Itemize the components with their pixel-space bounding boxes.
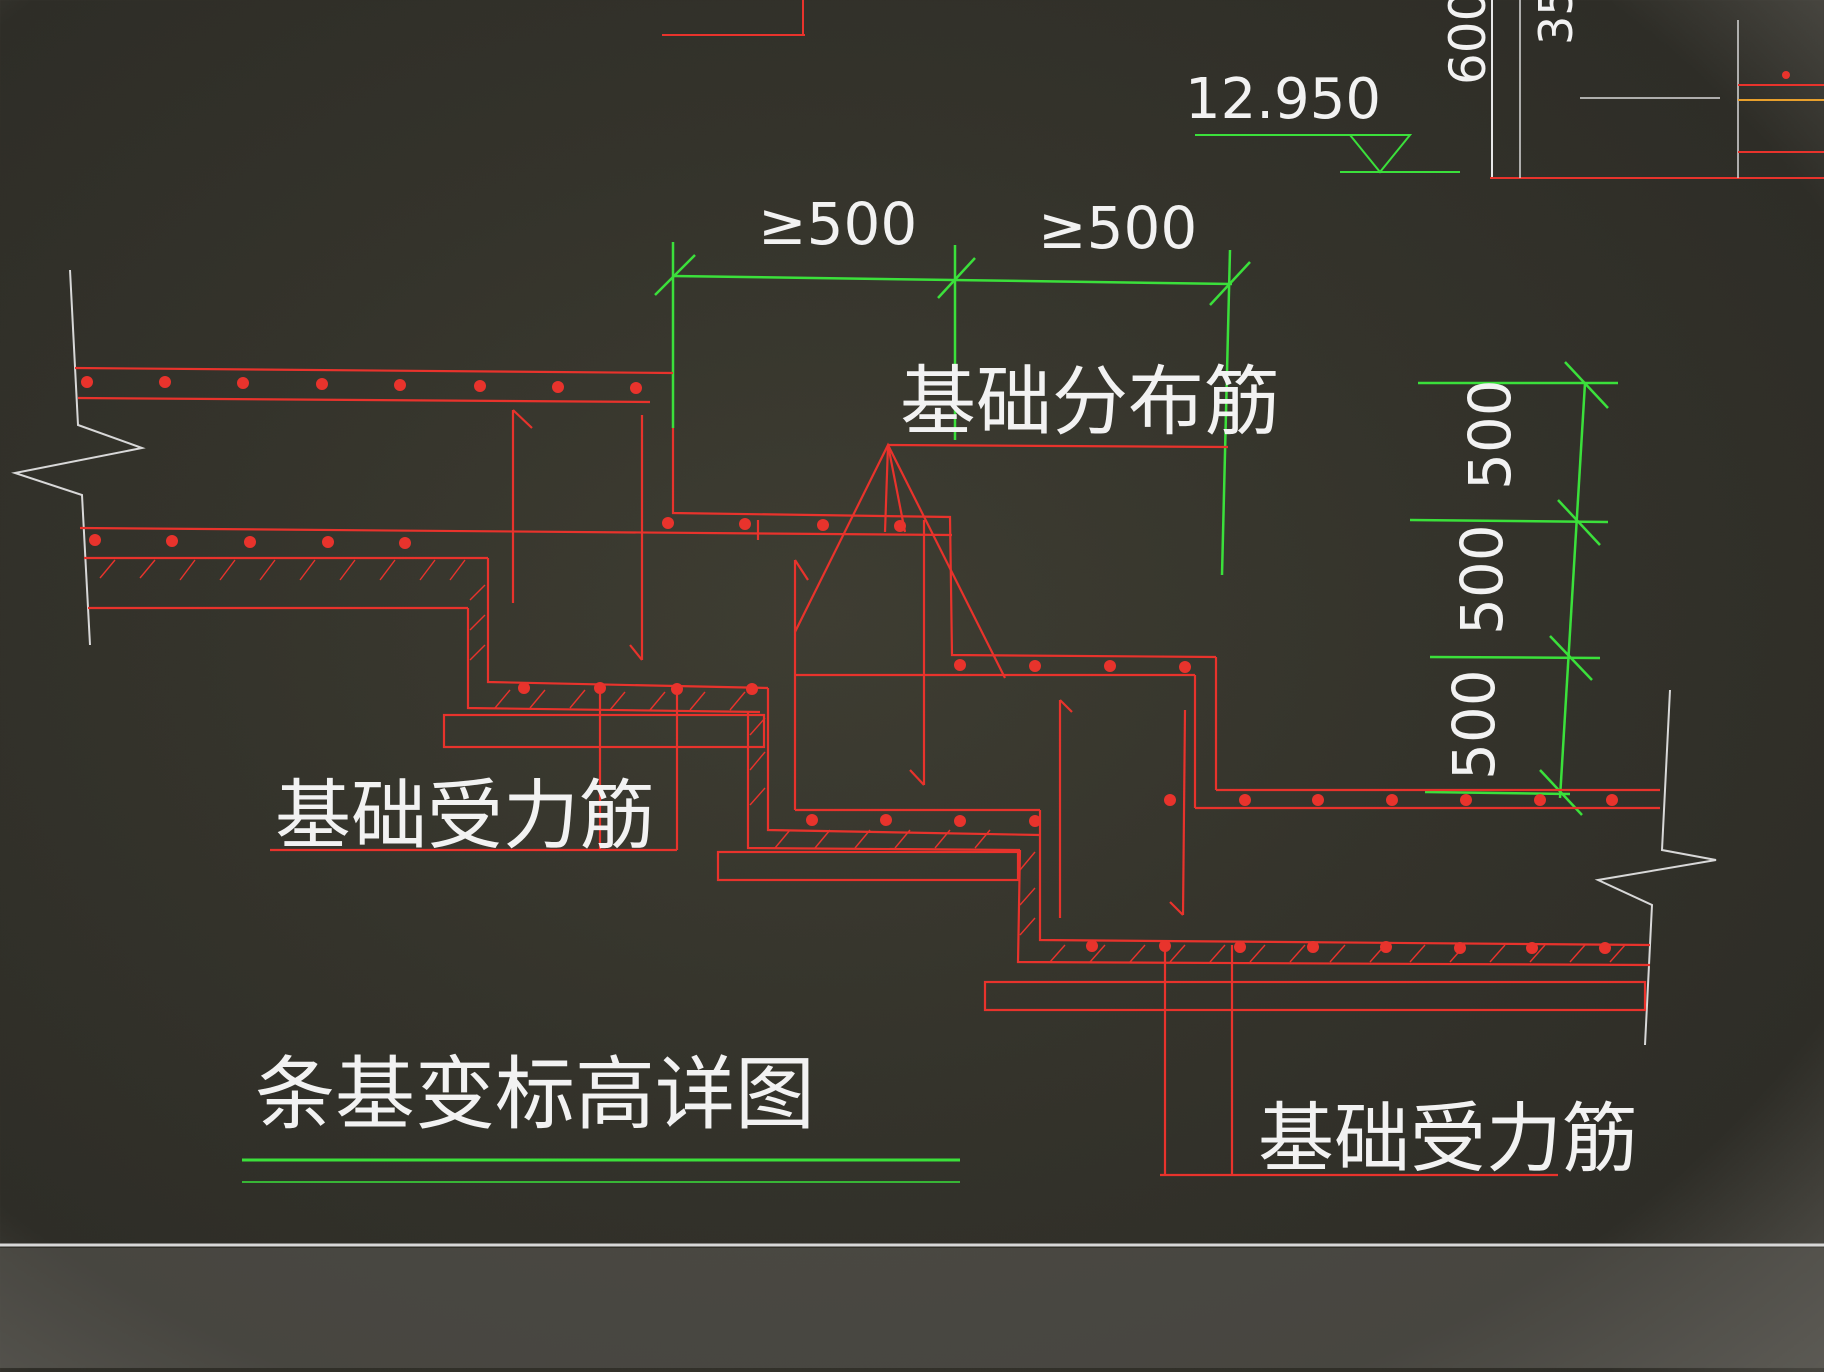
screen-bottom-area — [0, 1248, 1824, 1368]
elevation-side-number-2: 35 — [1529, 0, 1583, 45]
right-dim-middle: 500 — [1448, 524, 1516, 635]
rebar-dots — [81, 376, 1618, 954]
top-dim-right: ≥500 — [1038, 194, 1197, 262]
footing-structure — [74, 366, 1660, 1177]
label-main-rebar-right: 基础受力筋 — [1258, 1094, 1638, 1183]
elevation-value: 12.950 — [1185, 67, 1381, 132]
label-distribution-rebar: 基础分布筋 — [900, 357, 1280, 446]
concrete-hatching — [99, 559, 1626, 963]
left-break-line — [11, 269, 146, 646]
right-break-line — [1594, 689, 1717, 1046]
elevation-marker: 12.950 600 35 — [662, 0, 1824, 179]
top-dimension — [654, 242, 1251, 576]
drawing-title: 条基变标高详图 — [255, 1048, 815, 1141]
right-dimension — [1409, 361, 1618, 816]
right-dim-bottom: 500 — [1440, 669, 1508, 780]
elevation-side-number-1: 600 — [1439, 0, 1497, 85]
label-main-rebar-left: 基础受力筋 — [275, 771, 655, 860]
right-dim-top: 500 — [1456, 379, 1524, 490]
top-dim-left: ≥500 — [758, 190, 917, 258]
